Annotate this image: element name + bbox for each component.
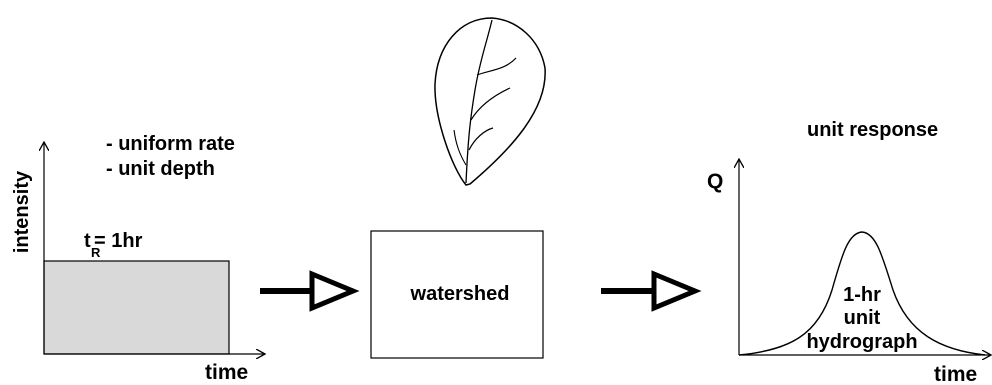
duration-subscript: R xyxy=(91,245,101,260)
curve-label-line-1: 1-hr xyxy=(843,284,881,306)
duration-value: = 1hr xyxy=(94,230,143,252)
hollow-arrow-icon xyxy=(260,270,360,312)
curve-label-line-3: hydrograph xyxy=(806,331,917,353)
output-title: unit response xyxy=(807,119,938,141)
bullet-uniform-rate: - uniform rate xyxy=(106,133,235,155)
duration-symbol: t xyxy=(84,230,91,252)
hydrograph-curve xyxy=(738,231,986,356)
rainfall-block xyxy=(43,260,230,355)
leaf-icon xyxy=(434,17,546,186)
hollow-arrow-icon xyxy=(601,270,702,312)
bullet-unit-depth: - unit depth xyxy=(106,158,215,180)
input-x-label: time xyxy=(205,361,248,384)
watershed-box: watershed xyxy=(370,230,544,359)
output-panel: unit response Q time 1-hr unit hydrograp… xyxy=(707,119,990,385)
input-y-label: intensity xyxy=(11,170,33,253)
watershed-label: watershed xyxy=(410,283,510,305)
output-y-label: Q xyxy=(707,170,723,193)
input-panel: intensity time - uniform rate - unit dep… xyxy=(11,133,264,384)
curve-label-line-2: unit xyxy=(844,307,881,329)
output-x-label: time xyxy=(934,363,977,385)
